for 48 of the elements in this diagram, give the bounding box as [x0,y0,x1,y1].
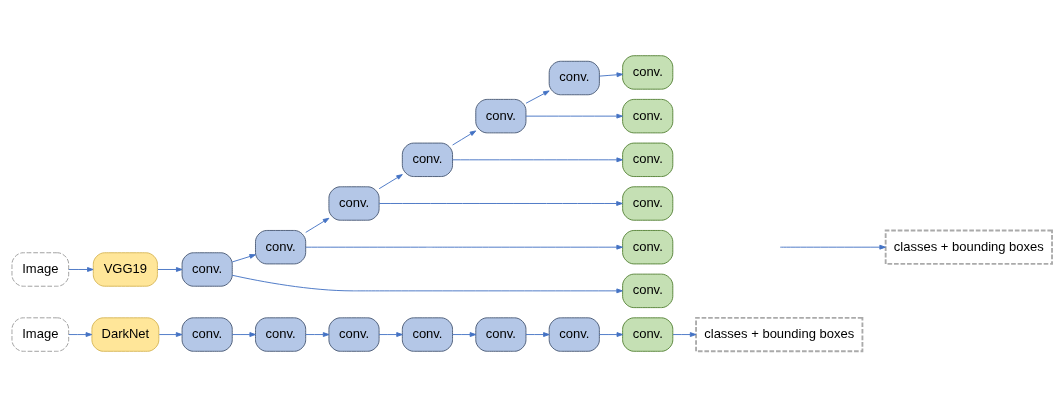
arrow [672,332,697,337]
arrow [378,174,403,190]
node-box: conv. [622,317,674,352]
node-box: Image [11,317,70,352]
arrow [158,332,183,337]
arrow [452,130,477,146]
node-box: VGG19 [92,252,158,287]
node-box: conv. [255,317,307,352]
arrow [599,72,624,78]
node-box: DarkNet [91,317,160,352]
arrow [779,244,886,250]
node-box: conv. [622,230,674,265]
node-box: conv. [622,98,674,134]
node-box: conv. [622,142,674,177]
node-box: conv. [475,317,527,352]
node-box: Image [11,252,70,287]
node-box: conv. [328,317,380,352]
node-box: conv. [181,252,233,287]
arrow [305,244,623,250]
arrow [378,201,623,206]
node-box: conv. [622,273,674,309]
node-box: conv. [622,186,674,221]
node-box: conv. [622,55,674,90]
arrow [378,332,403,337]
node-box: conv. [255,230,307,265]
arrow [231,332,256,337]
node-box: conv. [401,317,453,352]
node-box: classes + bounding boxes [695,316,864,353]
arrow [452,157,623,163]
node-box: conv. [475,98,527,134]
arrow [305,217,330,233]
arrow [452,332,477,337]
node-box: conv. [548,317,600,352]
node-box: conv. [401,142,453,177]
arrow [68,332,93,337]
arrow [231,254,256,263]
arrow [599,332,624,337]
node-box: classes + bounding boxes [884,229,1053,265]
arrow [231,274,623,294]
node-box: conv. [328,186,380,221]
arrow [525,90,550,104]
arrow [68,267,94,272]
node-box: conv. [548,60,600,96]
arrow [157,267,183,272]
node-box: conv. [181,317,233,352]
arrow [525,332,550,337]
arrow [305,332,330,337]
arrow [525,113,623,119]
